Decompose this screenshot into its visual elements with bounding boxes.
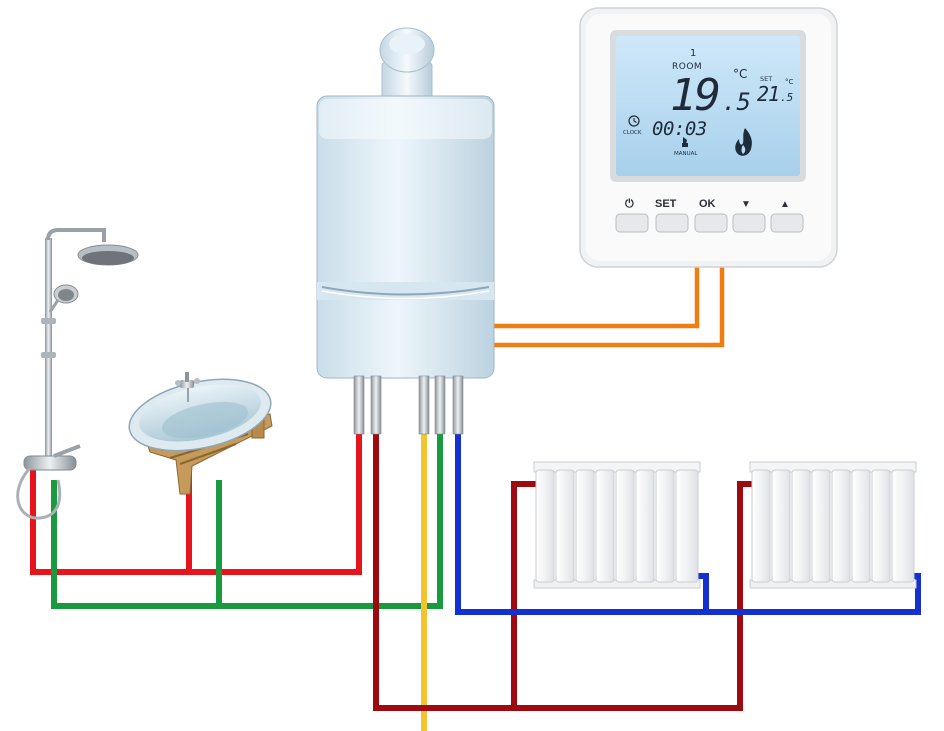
pipe-network [30, 266, 921, 731]
shower-fixture [16, 228, 139, 520]
mode-label: MANUAL [674, 151, 698, 157]
power-icon: ⏻ [625, 197, 634, 210]
room-thermostat: 1 ROOM 19 .5 °C SET 21 .5 °C CLOCK 00:03… [579, 7, 838, 268]
clock-icon [628, 115, 640, 127]
flame-icon [735, 128, 752, 156]
down-arrow-icon: ▼ [741, 199, 751, 210]
set-button[interactable] [655, 213, 689, 233]
thermostat-wire [494, 266, 725, 348]
radiator-left [533, 461, 701, 589]
radiator-right [749, 461, 917, 589]
bathtub [128, 372, 273, 495]
clock-time: 00:03 [652, 118, 707, 140]
room-temperature-decimal: .5 [722, 88, 751, 116]
ok-button[interactable] [694, 213, 728, 233]
set-temperature: 21 [757, 82, 779, 106]
power-button[interactable] [615, 213, 649, 233]
room-temperature: 19 [670, 70, 719, 121]
lcd-display [616, 36, 800, 176]
up-button[interactable] [770, 213, 804, 233]
set-label: SET [760, 75, 772, 83]
clock-label: CLOCK [623, 130, 642, 136]
room-unit: °C [733, 67, 747, 81]
ok-button-label: OK [699, 198, 716, 210]
cold-water-pipe [51, 432, 443, 609]
down-button[interactable] [732, 213, 766, 233]
room-label: ROOM [672, 62, 702, 72]
set-button-label: SET [655, 198, 677, 210]
set-unit: °C [785, 78, 794, 86]
boiler-connectors [353, 375, 464, 435]
heating-flow-pipe [373, 432, 756, 711]
thermostat-buttons: ⏻ SET OK ▼ ▲ [615, 197, 804, 233]
hand-icon [682, 137, 688, 147]
set-temperature-decimal: .5 [780, 91, 793, 104]
heating-return-pipe [455, 432, 921, 615]
program-number: 1 [690, 48, 696, 59]
up-arrow-icon: ▲ [780, 199, 790, 210]
gas-boiler [316, 27, 495, 435]
